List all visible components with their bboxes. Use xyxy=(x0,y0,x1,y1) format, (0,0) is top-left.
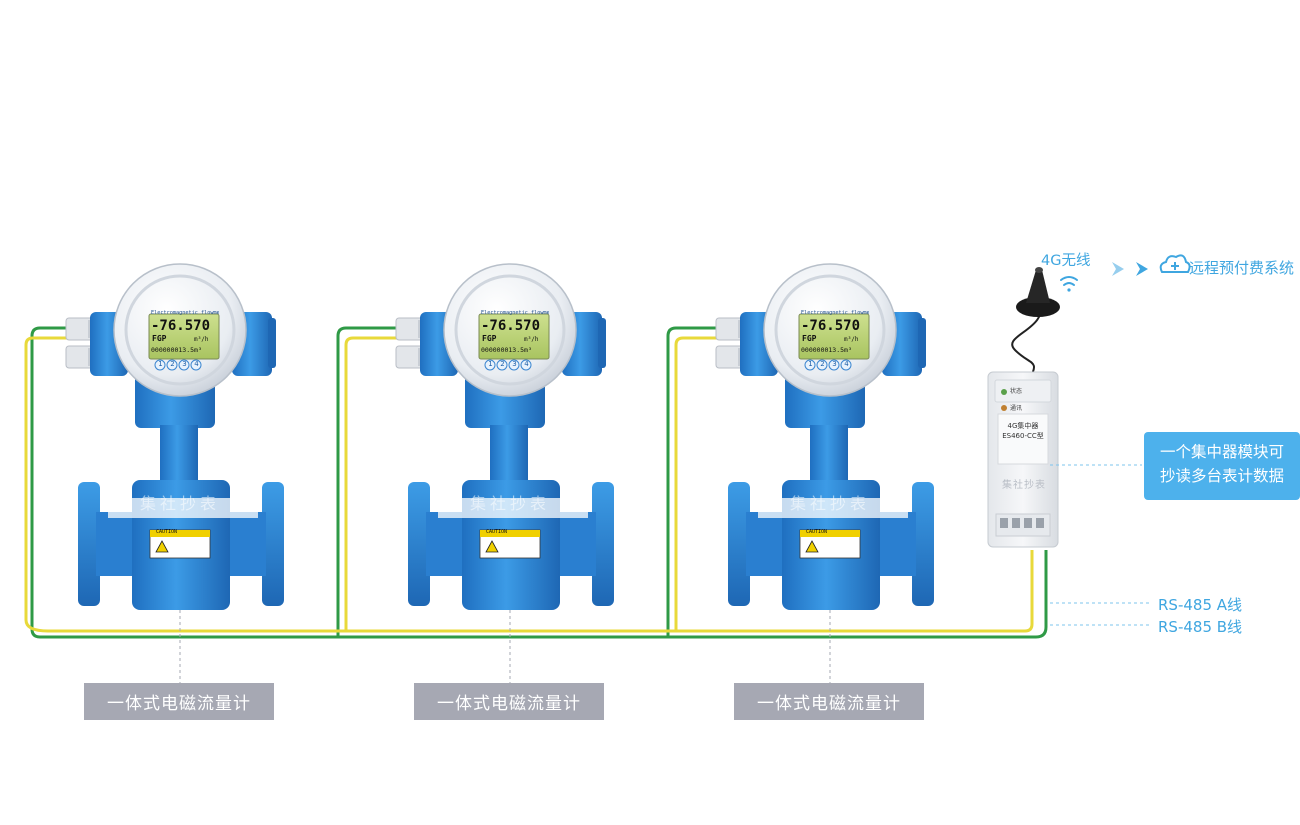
key-button xyxy=(828,359,840,371)
arrow-right-icon xyxy=(1112,262,1148,276)
key-button xyxy=(166,359,178,371)
system-label: 远程预付费系统 xyxy=(1189,259,1295,277)
lcd-unit: m³/h xyxy=(524,336,539,343)
flange-left xyxy=(408,482,430,606)
meter-label-1: 一体式电磁流量计 xyxy=(84,683,274,720)
flange-right xyxy=(592,482,614,606)
key-button-label: 4 xyxy=(524,360,529,368)
wifi-icon xyxy=(1060,276,1078,292)
lcd-display xyxy=(148,313,220,360)
key-button-label: 1 xyxy=(488,360,493,368)
wire-b-drop-3 xyxy=(666,326,718,637)
key-button-label: 3 xyxy=(832,360,837,368)
lcd-tag: FGP xyxy=(152,334,167,343)
lcd-display xyxy=(478,313,550,360)
key-button xyxy=(816,359,828,371)
flowmeter-3 xyxy=(715,263,934,610)
key-button-label: 2 xyxy=(500,360,505,368)
callout-box: 一个集中器模块可 抄读多台表计数据 xyxy=(1144,432,1300,500)
rs485-a-label: RS-485 A线 xyxy=(1158,596,1243,614)
lcd-total: 000000013.5m³ xyxy=(151,346,202,354)
lcd-unit: m³/h xyxy=(194,336,209,343)
rs485-b-label: RS-485 B线 xyxy=(1158,618,1243,636)
wire-b-bus xyxy=(30,326,1048,639)
wire-b-drop-2 xyxy=(336,326,398,637)
model-line2: ES460-CC型 xyxy=(1002,432,1044,440)
lcd-total: 000000013.5m³ xyxy=(481,346,532,354)
flowmeter-2 xyxy=(395,263,614,610)
key-button xyxy=(496,359,508,371)
wire-a-drop-3 xyxy=(674,336,718,631)
body-watermark: 集社抄表 xyxy=(139,494,220,513)
cloud-plus-icon xyxy=(1159,254,1191,273)
wireless-label: 4G无线 xyxy=(1041,253,1091,269)
warning-icon xyxy=(155,540,169,553)
lcd-top-text: Electromagnetic flowmeter xyxy=(481,310,549,316)
key-button xyxy=(484,359,496,371)
key-button xyxy=(178,359,190,371)
key-button-label: 3 xyxy=(512,360,517,368)
lcd-rate-value: -76.570 xyxy=(801,318,861,334)
key-button xyxy=(520,359,532,371)
key-button xyxy=(840,359,852,371)
antenna-icon xyxy=(1011,267,1060,379)
lcd-top-text: Electromagnetic flowmeter xyxy=(151,310,219,316)
key-button xyxy=(508,359,520,371)
wire-a-bus xyxy=(24,336,1034,633)
body-watermark: 集社抄表 xyxy=(469,494,550,513)
led-comm-label: 通讯 xyxy=(1010,405,1023,412)
key-button-label: 2 xyxy=(170,360,175,368)
key-button-label: 4 xyxy=(844,360,849,368)
key-button-label: 3 xyxy=(182,360,187,368)
concentrator-watermark: 集社抄表 xyxy=(1002,480,1046,491)
lcd-rate-value: -76.570 xyxy=(151,318,211,334)
key-button xyxy=(804,359,816,371)
key-button-label: 1 xyxy=(808,360,813,368)
key-button xyxy=(190,359,202,371)
model-line1: 4G集中器 xyxy=(1007,422,1039,430)
lcd-total: 000000013.5m³ xyxy=(801,346,852,354)
leader-lines xyxy=(179,610,831,683)
flange-right xyxy=(262,482,284,606)
caution-text: CAUTION xyxy=(486,529,508,535)
meter-label-2: 一体式电磁流量计 xyxy=(414,683,604,720)
lcd-unit: m³/h xyxy=(844,336,859,343)
flange-right xyxy=(912,482,934,606)
rs485-pointers xyxy=(1050,602,1152,626)
callout-line2: 抄读多台表计数据 xyxy=(1159,467,1284,485)
wire-a-drop-2 xyxy=(344,336,398,631)
lcd-rate-value: -76.570 xyxy=(481,318,541,334)
led-status-label: 状态 xyxy=(1010,388,1023,395)
flange-left xyxy=(78,482,100,606)
flowmeter-1 xyxy=(65,263,284,610)
key-button-label: 4 xyxy=(194,360,199,368)
caution-text: CAUTION xyxy=(806,529,828,535)
caution-text: CAUTION xyxy=(156,529,178,535)
lcd-top-text: Electromagnetic flowmeter xyxy=(801,310,869,316)
lcd-tag: FGP xyxy=(482,334,497,343)
lcd-tag: FGP xyxy=(802,334,817,343)
concentrator-module xyxy=(987,267,1142,548)
meter-label-3: 一体式电磁流量计 xyxy=(734,683,924,720)
key-button xyxy=(154,359,166,371)
key-button-label: 1 xyxy=(158,360,163,368)
key-button-label: 2 xyxy=(820,360,825,368)
flange-left xyxy=(728,482,750,606)
lcd-display xyxy=(798,313,870,360)
body-watermark: 集社抄表 xyxy=(789,494,870,513)
warning-icon xyxy=(805,540,819,553)
callout-line1: 一个集中器模块可 xyxy=(1159,443,1284,461)
rs485-wiring xyxy=(24,326,1048,639)
warning-icon xyxy=(485,540,499,553)
